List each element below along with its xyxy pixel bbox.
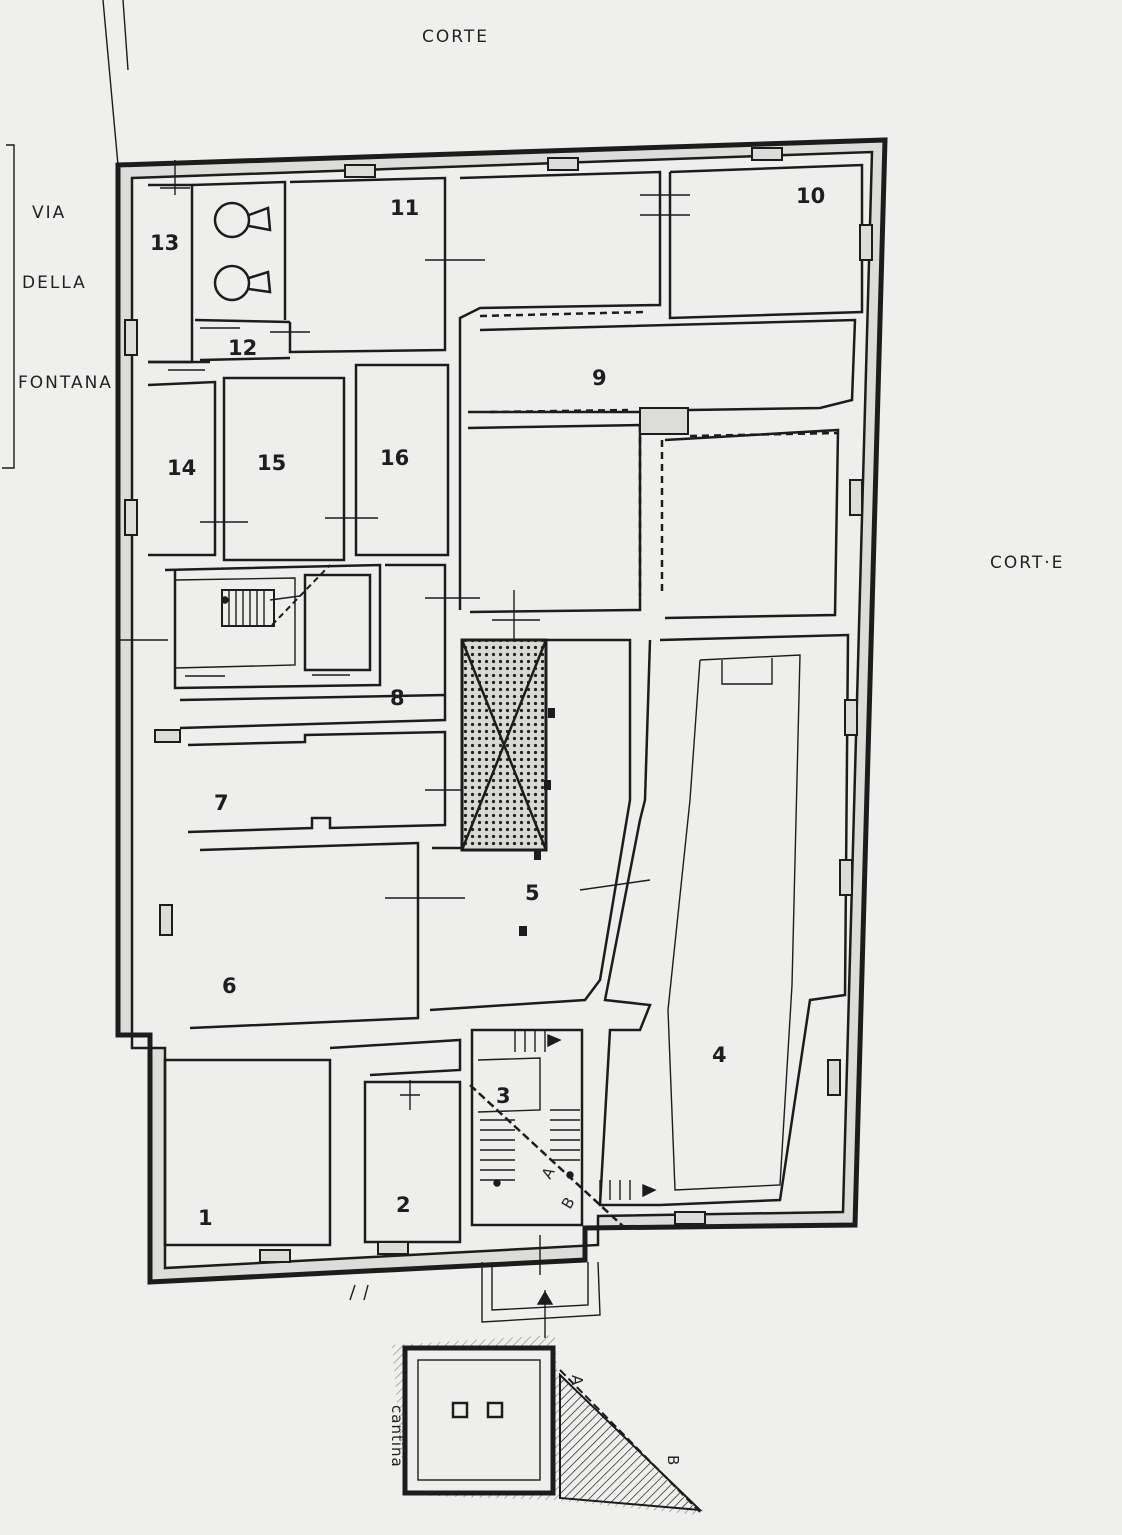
street-edge-line [122, 0, 129, 71]
entrance-steps [349, 1261, 601, 1338]
staircase-main [469, 1030, 657, 1229]
cellar-label: cantina [388, 1405, 406, 1468]
section-mark-b: B [664, 1455, 682, 1466]
room-label-5: 5 [525, 881, 540, 905]
courtyard-label-top: CORTE [422, 27, 489, 47]
room-label-12: 12 [228, 336, 257, 360]
staircase-left [221, 564, 331, 627]
room-label-14: 14 [167, 456, 196, 480]
section-mark-a: A [568, 1375, 586, 1386]
cellar [392, 1335, 703, 1515]
room-label-7: 7 [214, 791, 229, 815]
door-openings [120, 160, 690, 1275]
shaft-area [460, 638, 555, 936]
room-label-9: 9 [592, 366, 607, 390]
room-label-3: 3 [496, 1084, 511, 1108]
room-label-2: 2 [396, 1193, 411, 1217]
room-label-10: 10 [796, 184, 825, 208]
interior-walls [147, 163, 864, 1247]
street-label-della: DELLA [22, 273, 87, 293]
street-label-fontana: FONTANA [18, 373, 113, 393]
room-label-13: 13 [150, 231, 179, 255]
street-bracket [2, 144, 15, 469]
wells-icon [213, 201, 272, 302]
room-label-4: 4 [712, 1043, 727, 1067]
room-label-8: 8 [390, 686, 405, 710]
room-label-11: 11 [390, 196, 419, 220]
courtyard-label-right: CORT·E [990, 553, 1064, 573]
street-edge-line [102, 0, 119, 166]
room-label-15: 15 [257, 451, 286, 475]
street-label-via: VIA [32, 203, 66, 223]
room-label-1: 1 [198, 1206, 213, 1230]
room-label-6: 6 [222, 974, 237, 998]
room-label-16: 16 [380, 446, 409, 470]
arch-lines [479, 310, 839, 595]
wall-piers [124, 147, 873, 1263]
